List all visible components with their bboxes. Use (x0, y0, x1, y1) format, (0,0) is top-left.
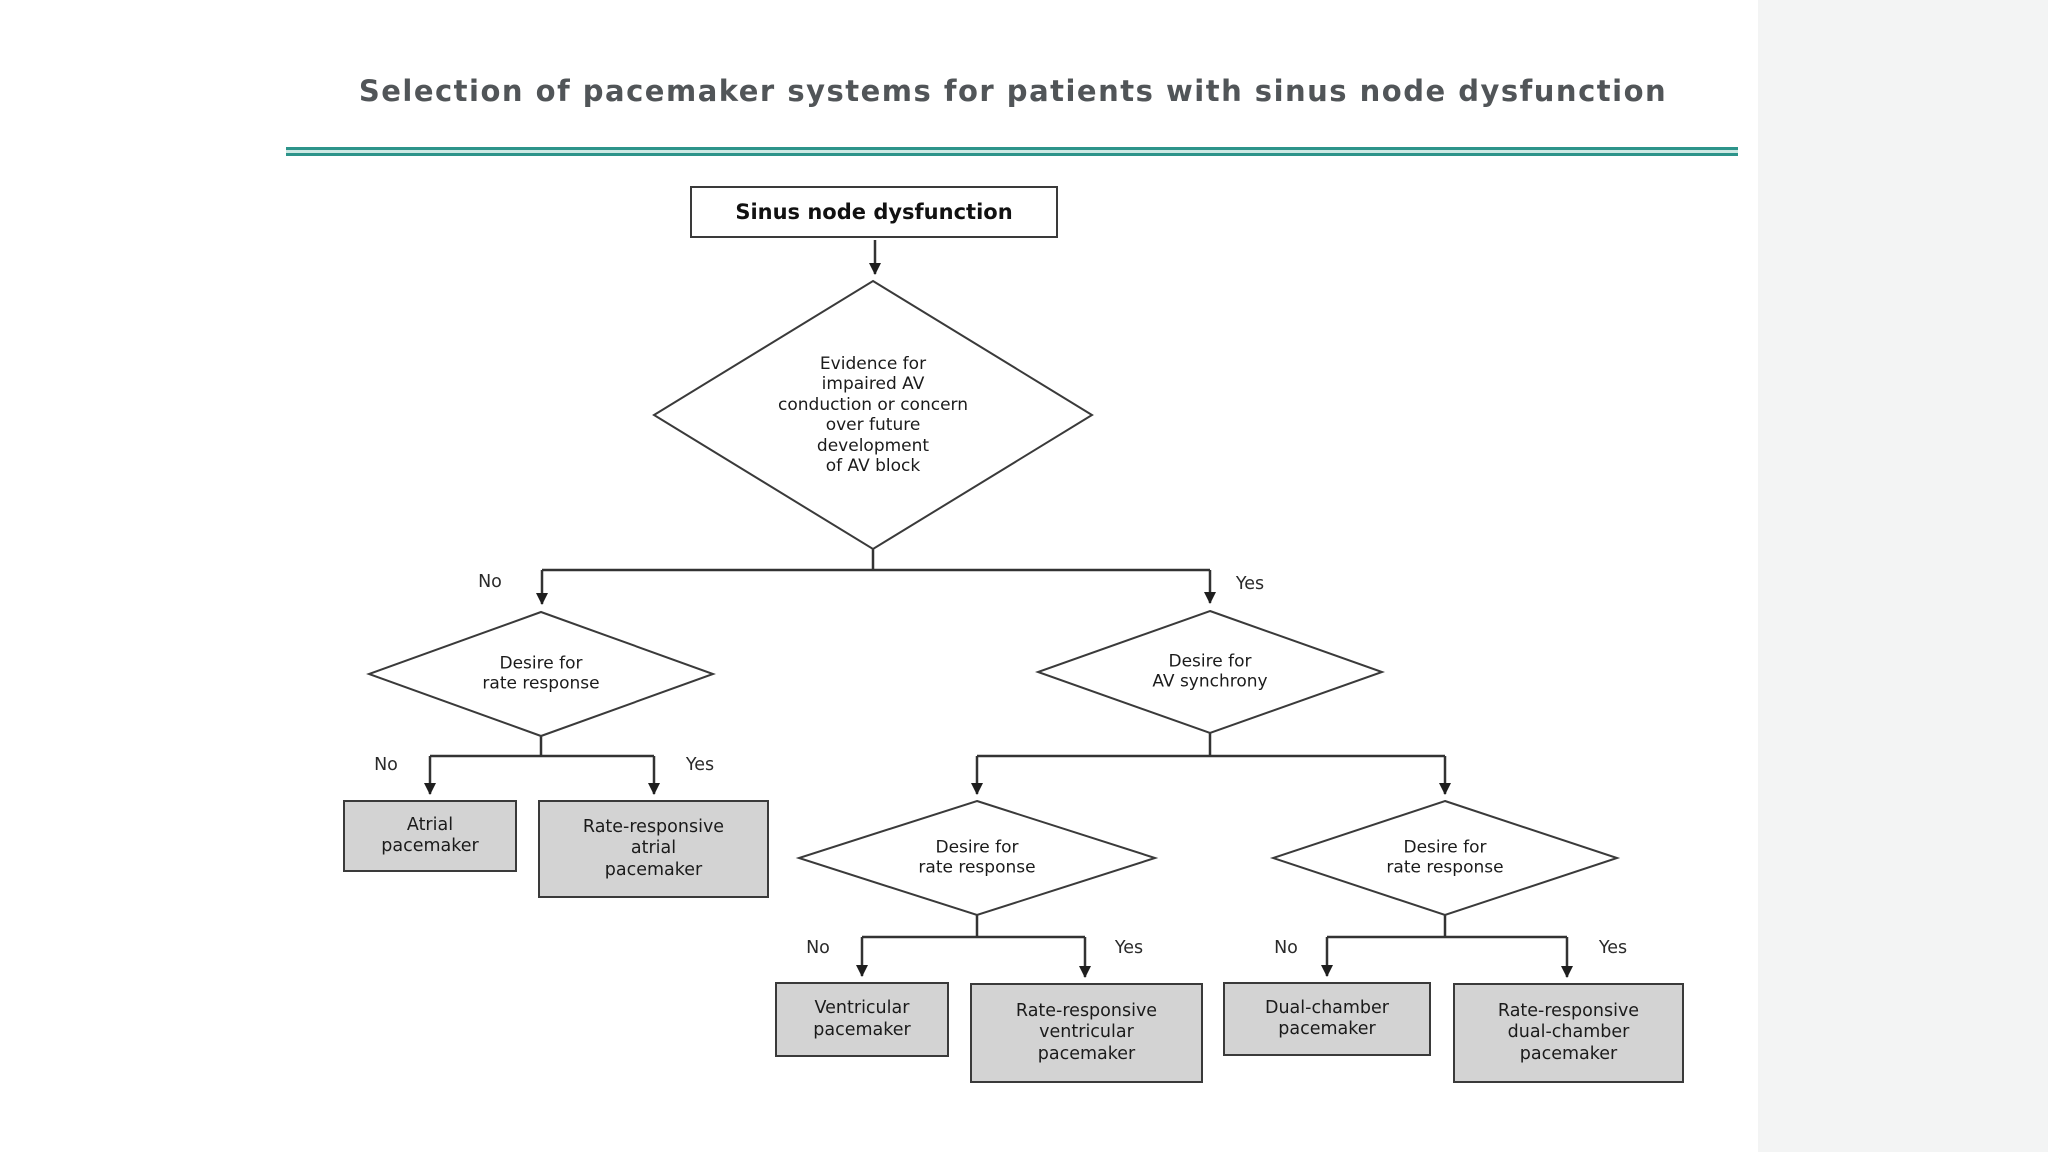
decision-diamond-rate-mid (795, 799, 1159, 917)
outcome-ventricular-pacemaker: Ventricular pacemaker (775, 982, 949, 1057)
connector-lines (424, 240, 1573, 978)
outcome-rate-responsive-ventricular-pacemaker: Rate-responsive ventricular pacemaker (970, 983, 1203, 1083)
title-underline-rule (286, 147, 1738, 156)
branch-label-no-rate-left: No (374, 755, 398, 775)
decision-diamonds (366, 279, 1621, 917)
branch-label-no-rate-right: No (1274, 938, 1298, 958)
right-margin-strip (1758, 0, 2048, 1152)
branch-label-no-av-block: No (478, 572, 502, 592)
decision-text-rate-left: Desire for rate response (482, 653, 600, 694)
decision-diamond-rate-right (1269, 799, 1621, 917)
outcome-rate-responsive-atrial-pacemaker: Rate-responsive atrial pacemaker (538, 800, 769, 898)
start-node-sinus-node-dysfunction: Sinus node dysfunction (690, 186, 1058, 238)
decision-text-av-block: Evidence for impaired AV conduction or c… (778, 353, 968, 476)
branch-label-no-rate-mid: No (806, 938, 830, 958)
branch-label-yes-rate-left: Yes (685, 755, 715, 775)
outcome-atrial-pacemaker: Atrial pacemaker (343, 800, 517, 872)
decision-text-rate-right: Desire for rate response (1386, 837, 1504, 878)
outcome-rate-responsive-dual-chamber-pacemaker: Rate-responsive dual-chamber pacemaker (1453, 983, 1684, 1083)
decision-diamond-av-sync (1035, 609, 1385, 735)
decision-text-av-sync: Desire for AV synchrony (1152, 651, 1268, 692)
branch-label-yes-rate-right: Yes (1598, 938, 1628, 958)
outcome-dual-chamber-pacemaker: Dual-chamber pacemaker (1223, 982, 1431, 1056)
page-title: Selection of pacemaker systems for patie… (358, 74, 1668, 108)
branch-label-yes-rate-mid: Yes (1114, 938, 1144, 958)
decision-diamond-rate-left (366, 610, 716, 738)
branch-label-yes-av-block: Yes (1235, 574, 1265, 594)
decision-text-rate-mid: Desire for rate response (918, 837, 1036, 878)
decision-diamond-av-block (652, 279, 1094, 551)
